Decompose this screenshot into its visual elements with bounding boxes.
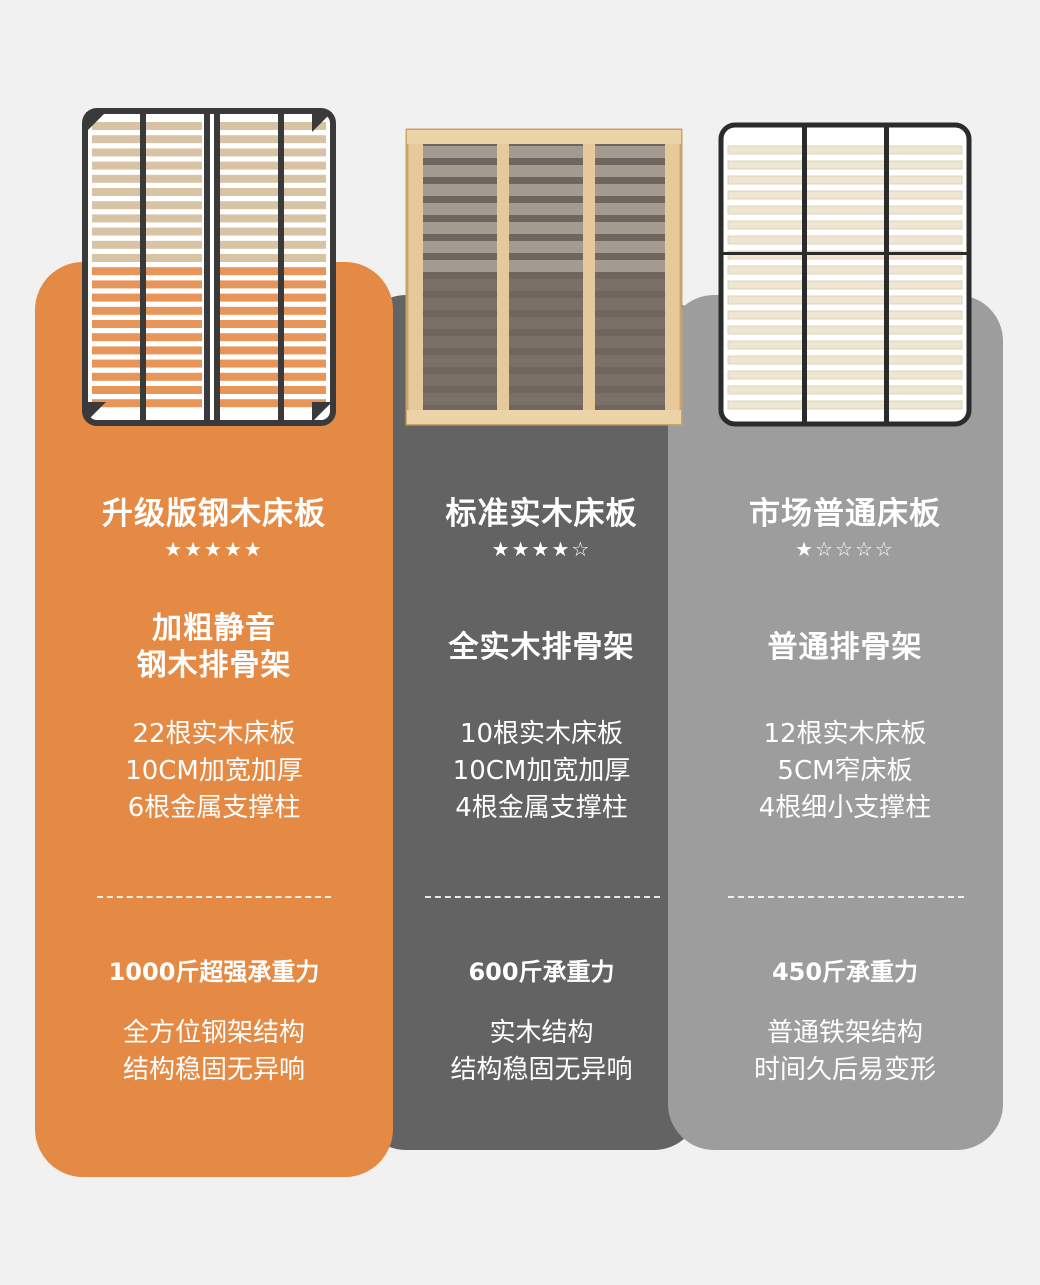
note-item: 时间久后易变形 <box>753 1055 936 1085</box>
load-capacity: 1000斤超强承重力 <box>108 958 320 986</box>
common-iron-slat-frame-icon <box>718 122 972 427</box>
feature-list: 22根实木床板 10CM加宽加厚 6根金属支撑柱 <box>35 716 393 827</box>
star-rating: ★★★★☆ <box>491 537 592 561</box>
standard-card-background <box>360 295 700 1150</box>
structure-notes: 全方位钢架结构 结构稳固无异响 <box>35 1015 393 1089</box>
column-title: 升级版钢木床板 <box>102 496 326 532</box>
dashed-divider <box>97 896 331 898</box>
feature-item: 12根实木床板 <box>763 719 927 749</box>
subtitle-line: 加粗静音 <box>152 611 276 646</box>
note-item: 结构稳固无异响 <box>450 1055 633 1085</box>
feature-item: 22根实木床板 <box>132 719 296 749</box>
feature-list: 12根实木床板 5CM窄床板 4根细小支撑柱 <box>700 716 990 827</box>
column-subtitle: 全实木排骨架 <box>393 629 690 666</box>
note-item: 全方位钢架结构 <box>122 1018 305 1048</box>
column-subtitle: 加粗静音 钢木排骨架 <box>35 610 393 684</box>
column-title: 标准实木床板 <box>445 496 638 532</box>
subtitle-line: 钢木排骨架 <box>136 648 292 683</box>
steel-wood-slat-frame-icon <box>82 108 336 426</box>
feature-item: 4根金属支撑柱 <box>455 793 628 823</box>
feature-item: 10CM加宽加厚 <box>125 756 303 786</box>
structure-notes: 实木结构 结构稳固无异响 <box>393 1015 690 1089</box>
feature-list: 10根实木床板 10CM加宽加厚 4根金属支撑柱 <box>393 716 690 827</box>
feature-item: 10CM加宽加厚 <box>452 756 631 786</box>
subtitle-line: 普通排骨架 <box>767 630 923 665</box>
common-card-background <box>668 295 1003 1150</box>
dashed-divider <box>728 896 964 898</box>
note-item: 普通铁架结构 <box>766 1018 923 1048</box>
dashed-divider <box>425 896 660 898</box>
star-rating: ★☆☆☆☆ <box>795 537 895 561</box>
note-item: 实木结构 <box>489 1018 594 1048</box>
load-capacity: 450斤承重力 <box>771 958 919 986</box>
column-title: 市场普通床板 <box>749 496 941 532</box>
load-capacity: 600斤承重力 <box>468 958 615 986</box>
structure-notes: 普通铁架结构 时间久后易变形 <box>700 1015 990 1089</box>
feature-item: 6根金属支撑柱 <box>127 793 301 823</box>
feature-item: 5CM窄床板 <box>777 756 913 786</box>
star-rating: ★★★★★ <box>164 537 264 561</box>
subtitle-line: 全实木排骨架 <box>448 630 635 665</box>
note-item: 结构稳固无异响 <box>122 1055 305 1085</box>
column-subtitle: 普通排骨架 <box>700 629 990 666</box>
feature-item: 10根实木床板 <box>459 719 624 749</box>
solid-wood-slat-frame-icon <box>405 128 683 426</box>
feature-item: 4根细小支撑柱 <box>758 793 932 823</box>
